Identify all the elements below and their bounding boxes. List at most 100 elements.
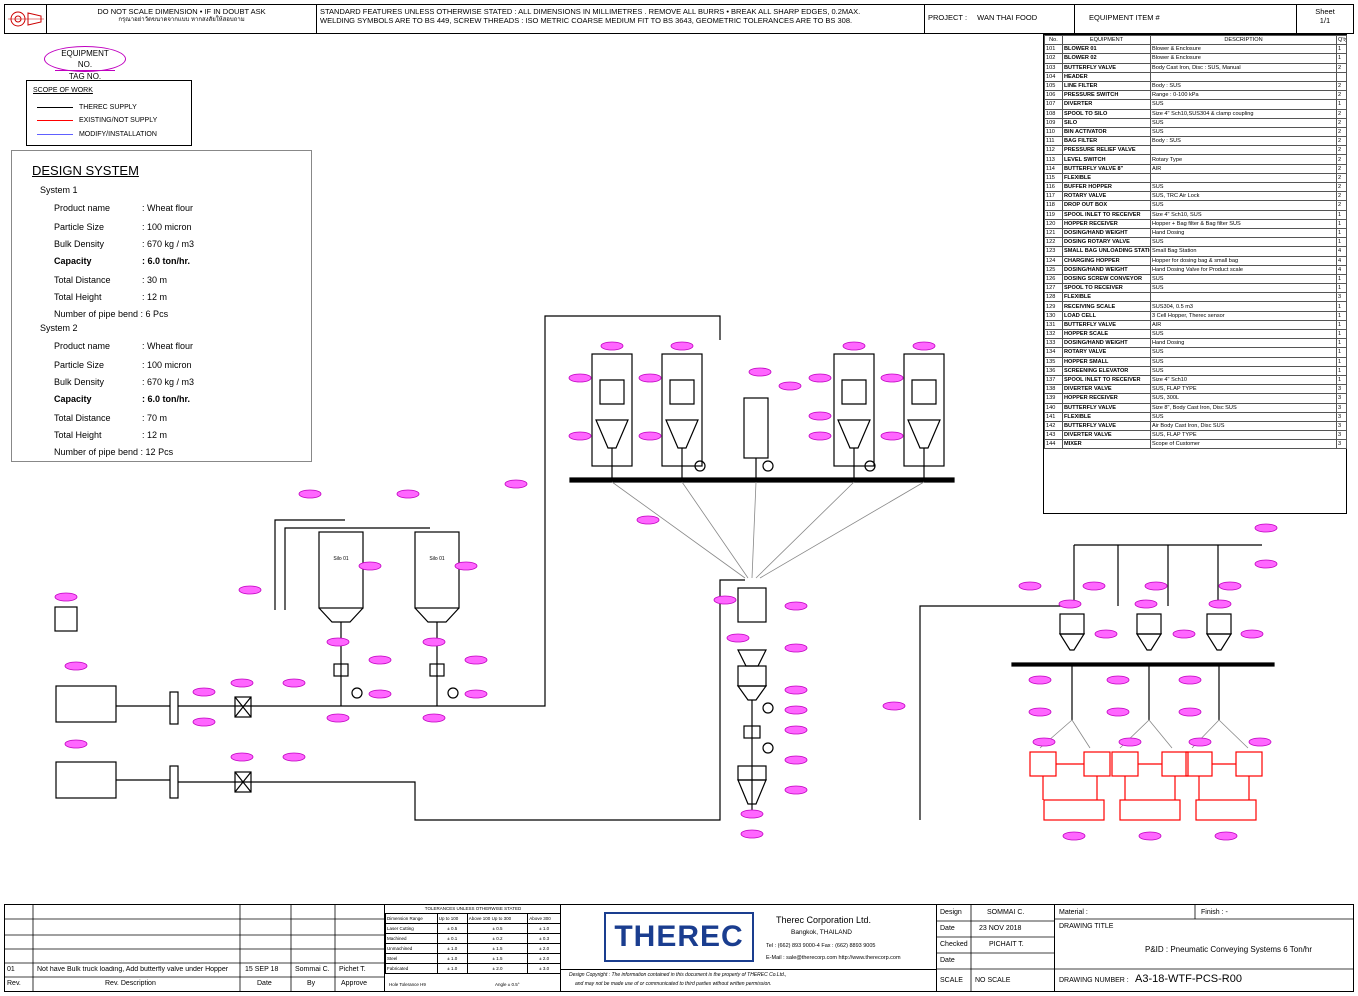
table-cell: 2 [1336,117,1347,128]
table-cell: SUS [1150,99,1337,110]
table-cell: 122 [1044,237,1063,248]
table-cell: 2 [1336,172,1347,184]
table-cell: 117 [1044,191,1063,202]
scope-row-existing: EXISTING/NOT SUPPLY [37,117,157,124]
table-cell: SUS [1150,237,1337,248]
rev-number: 01 [7,966,15,973]
table-cell: 112 [1044,145,1063,156]
table-cell: Hand Dosing [1150,227,1337,239]
table-cell: DIVERTER VALVE [1062,384,1151,395]
scale-value: NO SCALE [975,977,1011,984]
by-header: By [307,980,316,987]
table-cell: Body Cast Iron, Disc : SUS, Manual [1150,62,1337,73]
rev-by: Sommai C. [295,966,330,973]
drawing-title: P&ID : Pneumatic Conveying Systems 6 Ton… [1145,945,1313,954]
design-row-key: Bulk Density [54,239,105,249]
table-cell: SUS [1150,126,1337,138]
table-cell: SILO [1062,117,1151,128]
design-row-key: Total Distance [54,275,111,285]
table-cell: LINE FILTER [1062,80,1151,92]
blower-01 [55,685,117,723]
table-cell: 127 [1044,283,1063,294]
tolerance-cell: Unmachined [385,943,438,954]
date-value: 23 NOV 2018 [979,925,1022,932]
table-cell: AIR [1150,163,1337,174]
standard-features-text: STANDARD FEATURES UNLESS OTHERWISE STATE… [320,7,861,16]
date2-label: Date [940,957,955,964]
tolerance-cell: ± 2.0 [527,953,560,964]
table-cell: 1 [1336,44,1347,55]
table-cell: PRESSURE RELIEF VALVE [1062,145,1151,156]
silo-2 [414,531,460,609]
table-cell: BLOWER 02 [1062,53,1151,64]
design-row-key: Total Distance [54,413,111,423]
approval-block: Design SOMMAI C. Date 23 NOV 2018 Checke… [937,905,1055,991]
table-cell: SUS, TRC Air Lock [1150,191,1337,202]
design-row-value: : 30 m [142,275,168,285]
tolerance-header-cell: Above 100 Up to 300 [466,913,529,924]
table-cell: 3 [1336,420,1347,432]
table-cell: SPOOL TO RECEIVER [1062,283,1151,294]
note-text: DO NOT SCALE DIMENSION • IF IN DOUBT ASK [97,7,266,16]
table-cell: 1 [1336,338,1347,349]
tolerance-cell: ± 1.5 [466,953,529,964]
tolerance-cell: ± 1.0 [436,963,468,974]
table-cell: 1 [1336,209,1347,220]
table-cell: Hand Dosing [1150,338,1337,349]
table-cell: 3 [1336,292,1347,303]
table-cell: AIR [1150,319,1337,331]
design-row-key: Particle Size [54,222,105,232]
table-cell: Body : SUS [1150,80,1337,92]
table-cell: 1 [1336,283,1347,294]
table-cell: 131 [1044,319,1063,331]
table-cell: 3 [1336,411,1347,422]
table-cell: Size 4" Sch10,SUS304 & clamp coupling [1150,108,1337,119]
table-cell: 1 [1336,273,1347,285]
table-cell: Blower & Enclosure [1150,53,1337,64]
table-cell: 144 [1044,439,1063,450]
design-row-value: : 6.0 ton/hr. [142,394,191,404]
design-row-key: Particle Size [54,360,105,370]
table-cell [1150,292,1337,303]
table-cell: 123 [1044,246,1063,257]
table-cell: Hopper for dosing bag & small bag [1150,255,1337,266]
design-row-value: : 70 m [142,413,168,423]
table-cell: 2 [1336,62,1347,73]
table-cell: DOSING ROTARY VALVE [1062,237,1151,248]
tolerance-cell: ± 0.5 [466,923,529,934]
table-cell: DROP OUT BOX [1062,200,1151,211]
tolerance-cell: ± 2.0 [466,963,529,974]
rev-desc-header: Rev. Description [105,980,156,987]
red-line-swatch [37,119,73,121]
sheet-cell: Sheet 1/1 [1297,5,1353,33]
table-cell: 102 [1044,53,1063,64]
table-cell: 120 [1044,218,1063,229]
table-cell: 128 [1044,292,1063,303]
tolerance-cell: ± 0.1 [436,933,468,944]
table-cell: SPOOL TO SILO [1062,108,1151,119]
table-cell: 1 [1336,53,1347,64]
table-cell: SUS [1150,411,1337,422]
table-cell: SCREENING ELEVATOR [1062,365,1151,376]
silo-2-label: Silo 01 [429,556,445,562]
copyright-line2: and may not be made use of or communicat… [575,981,772,987]
table-cell: BUTTERFLY VALVE [1062,62,1151,73]
note-text-thai: กรุณาอย่าวัดขนาดจากแบบ หากสงสัยให้สอบถาม [118,17,245,23]
table-cell: 114 [1044,163,1063,174]
tolerances-table: TOLERANCES UNLESS OTHERWISE STATED Dimen… [385,905,561,991]
table-cell: Body : SUS [1150,136,1337,147]
design-title: DESIGN SYSTEM [32,163,139,178]
table-cell: LEVEL SWITCH [1062,154,1151,165]
table-cell: LOAD CELL [1062,310,1151,321]
scope-row-modify: MODIFY/INSTALLATION [37,131,157,138]
